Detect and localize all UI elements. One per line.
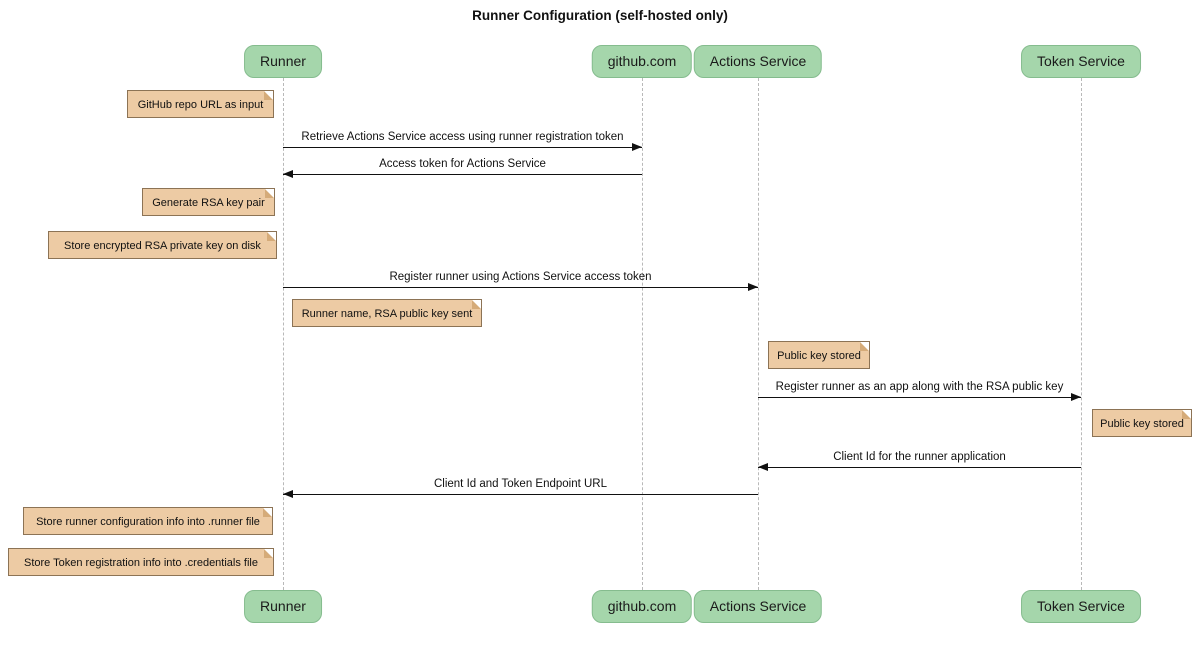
- note-generate-rsa: Generate RSA key pair: [142, 188, 275, 216]
- message-line: [283, 287, 758, 288]
- participant-github-bottom: github.com: [591, 590, 693, 623]
- message-label: Client Id for the runner application: [833, 451, 1006, 463]
- arrowhead-right-icon: [748, 283, 758, 291]
- participant-actions-service-bottom: Actions Service: [693, 590, 823, 623]
- note-store-private-key: Store encrypted RSA private key on disk: [48, 231, 277, 259]
- note-fold-icon: [264, 91, 273, 100]
- arrowhead-right-icon: [632, 143, 642, 151]
- lifeline-actions-service: [758, 78, 759, 590]
- note-store-credentials-file: Store Token registration info into .cred…: [8, 548, 274, 576]
- note-fold-icon: [263, 508, 272, 517]
- participant-runner-bottom: Runner: [244, 590, 322, 623]
- note-label: Runner name, RSA public key sent: [301, 308, 473, 320]
- note-label: Store runner configuration info into .ru…: [36, 516, 260, 528]
- participant-runner-top: Runner: [244, 45, 322, 78]
- message-line: [283, 174, 642, 175]
- note-public-key-stored-actions: Public key stored: [768, 341, 870, 369]
- note-fold-icon: [265, 189, 274, 198]
- note-store-runner-file: Store runner configuration info into .ru…: [23, 507, 273, 535]
- note-label: Store encrypted RSA private key on disk: [64, 240, 261, 252]
- message-line: [283, 147, 642, 148]
- lifeline-github: [642, 78, 643, 590]
- note-fold-icon: [264, 549, 273, 558]
- note-fold-icon: [860, 342, 869, 351]
- message-line: [758, 397, 1081, 398]
- lifeline-token-service: [1081, 78, 1082, 590]
- participant-actions-service-top: Actions Service: [693, 45, 823, 78]
- note-label: Store Token registration info into .cred…: [24, 557, 258, 569]
- arrowhead-left-icon: [283, 170, 293, 178]
- note-label: Public key stored: [1100, 418, 1184, 430]
- note-github-repo-url: GitHub repo URL as input: [127, 90, 274, 118]
- message-label: Retrieve Actions Service access using ru…: [301, 131, 624, 143]
- note-fold-icon: [472, 300, 481, 309]
- note-label: Generate RSA key pair: [152, 197, 265, 209]
- note-fold-icon: [267, 232, 276, 241]
- note-label: Public key stored: [777, 350, 861, 362]
- note-runner-name-sent: Runner name, RSA public key sent: [292, 299, 482, 327]
- message-label: Access token for Actions Service: [379, 158, 546, 170]
- arrowhead-right-icon: [1071, 393, 1081, 401]
- message-label: Register runner as an app along with the…: [775, 381, 1064, 393]
- message-line: [758, 467, 1081, 468]
- participant-github-top: github.com: [591, 45, 693, 78]
- diagram-title: Runner Configuration (self-hosted only): [472, 8, 728, 23]
- note-fold-icon: [1182, 410, 1191, 419]
- participant-token-service-top: Token Service: [1021, 45, 1141, 78]
- message-label: Client Id and Token Endpoint URL: [433, 478, 608, 490]
- participant-token-service-bottom: Token Service: [1021, 590, 1141, 623]
- arrowhead-left-icon: [758, 463, 768, 471]
- note-public-key-stored-token: Public key stored: [1092, 409, 1192, 437]
- arrowhead-left-icon: [283, 490, 293, 498]
- message-line: [283, 494, 758, 495]
- message-label: Register runner using Actions Service ac…: [389, 271, 652, 283]
- lifeline-runner: [283, 78, 284, 590]
- note-label: GitHub repo URL as input: [137, 99, 264, 111]
